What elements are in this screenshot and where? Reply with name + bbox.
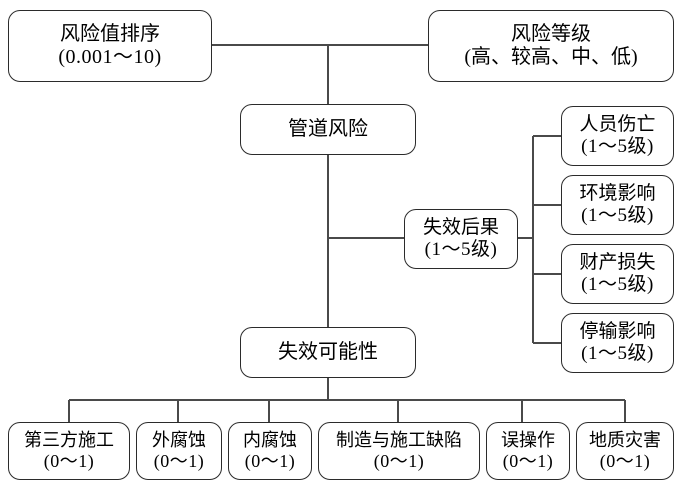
node-cause-geological-hazard-line1: 地质灾害 (589, 430, 661, 451)
node-cause-third-party-construction-line1: 第三方施工 (24, 430, 114, 451)
node-consequence-property-loss-line1: 财产损失 (579, 252, 656, 274)
node-cause-internal-corrosion-line1: 内腐蚀 (243, 430, 297, 451)
node-risk-value-rank-line2: (0.001～10) (58, 46, 162, 68)
node-consequence-property-loss-line2: (1～5级) (581, 274, 654, 295)
node-risk-grade-line2: (高、较高、中、低) (464, 46, 638, 68)
node-risk-grade-line1: 风险等级 (511, 23, 591, 45)
node-cause-misoperation-line2: (0～1) (502, 451, 554, 471)
node-consequence-supply-interruption-line2: (1～5级) (581, 343, 654, 364)
node-cause-internal-corrosion[interactable]: 内腐蚀 (0～1) (228, 422, 312, 480)
node-cause-misoperation[interactable]: 误操作 (0～1) (486, 422, 570, 480)
node-consequence-property-loss[interactable]: 财产损失 (1～5级) (561, 244, 674, 304)
node-risk-value-rank[interactable]: 风险值排序 (0.001～10) (8, 10, 212, 82)
node-cause-misoperation-line1: 误操作 (501, 430, 555, 451)
node-consequence-environment[interactable]: 环境影响 (1～5级) (561, 175, 674, 235)
node-consequence-casualty-line2: (1～5级) (581, 136, 654, 157)
node-risk-value-rank-line1: 风险值排序 (60, 23, 160, 45)
node-cause-internal-corrosion-line2: (0～1) (244, 451, 296, 471)
node-failure-consequence[interactable]: 失效后果 (1～5级) (404, 209, 518, 269)
node-pipeline-risk-label: 管道风险 (288, 118, 368, 140)
node-cause-third-party-construction-line2: (0～1) (43, 451, 95, 471)
node-failure-consequence-line2: (1～5级) (424, 239, 498, 260)
node-cause-manufacturing-construction-defect-line2: (0～1) (373, 451, 425, 471)
node-consequence-supply-interruption[interactable]: 停输影响 (1～5级) (561, 313, 674, 373)
node-cause-geological-hazard[interactable]: 地质灾害 (0～1) (576, 422, 674, 480)
node-cause-manufacturing-construction-defect[interactable]: 制造与施工缺陷 (0～1) (318, 422, 480, 480)
node-consequence-casualty-line1: 人员伤亡 (579, 114, 656, 136)
node-cause-external-corrosion-line1: 外腐蚀 (152, 430, 206, 451)
node-cause-external-corrosion-line2: (0～1) (153, 451, 205, 471)
node-failure-consequence-line1: 失效后果 (422, 217, 499, 239)
node-failure-likelihood-label: 失效可能性 (278, 341, 378, 363)
node-consequence-supply-interruption-line1: 停输影响 (579, 321, 656, 343)
node-cause-external-corrosion[interactable]: 外腐蚀 (0～1) (136, 422, 222, 480)
node-failure-likelihood[interactable]: 失效可能性 (240, 327, 416, 378)
node-consequence-environment-line1: 环境影响 (579, 183, 656, 205)
node-cause-geological-hazard-line2: (0～1) (599, 451, 651, 471)
node-pipeline-risk[interactable]: 管道风险 (240, 104, 416, 155)
node-consequence-environment-line2: (1～5级) (581, 205, 654, 226)
node-risk-grade[interactable]: 风险等级 (高、较高、中、低) (428, 10, 674, 82)
node-consequence-casualty[interactable]: 人员伤亡 (1～5级) (561, 106, 674, 166)
node-cause-third-party-construction[interactable]: 第三方施工 (0～1) (8, 422, 130, 480)
node-cause-manufacturing-construction-defect-line1: 制造与施工缺陷 (336, 430, 462, 451)
